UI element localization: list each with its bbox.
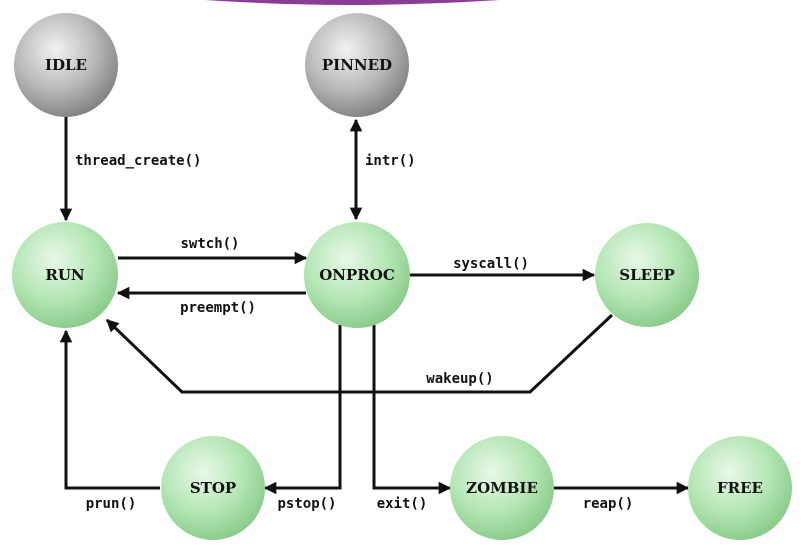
label-exit: exit() <box>377 496 428 512</box>
label-wakeup: wakeup() <box>426 371 493 387</box>
state-run-label: RUN <box>45 266 85 284</box>
top-accent-bar <box>205 0 500 5</box>
edge-onproc-to-zombie <box>372 325 452 495</box>
edge-onproc-to-stop <box>263 325 342 495</box>
state-sleep-label: SLEEP <box>619 266 675 284</box>
state-onproc: ONPROC <box>304 222 410 328</box>
state-pinned-label: PINNED <box>322 56 392 74</box>
state-zombie: ZOMBIE <box>450 436 554 540</box>
label-pstop: pstop() <box>277 496 336 512</box>
state-free: FREE <box>688 436 792 540</box>
state-run: RUN <box>12 222 118 328</box>
state-stop-label: STOP <box>190 479 236 497</box>
edge-stop-to-run <box>59 329 160 490</box>
label-syscall: syscall() <box>453 256 529 272</box>
label-preempt: preempt() <box>180 300 256 316</box>
label-swtch: swtch() <box>180 236 239 252</box>
edge-sleep-to-run <box>105 313 614 394</box>
state-sleep: SLEEP <box>595 223 699 327</box>
state-pinned: PINNED <box>305 13 409 117</box>
state-onproc-label: ONPROC <box>319 266 395 284</box>
label-intr: intr() <box>365 153 416 169</box>
label-prun: prun() <box>86 496 137 512</box>
state-idle: IDLE <box>14 13 118 117</box>
label-reap: reap() <box>583 496 634 512</box>
label-thread-create: thread_create() <box>75 153 201 169</box>
state-stop: STOP <box>161 436 265 540</box>
state-free-label: FREE <box>717 479 763 497</box>
state-idle-label: IDLE <box>45 56 87 74</box>
state-zombie-label: ZOMBIE <box>466 479 538 497</box>
